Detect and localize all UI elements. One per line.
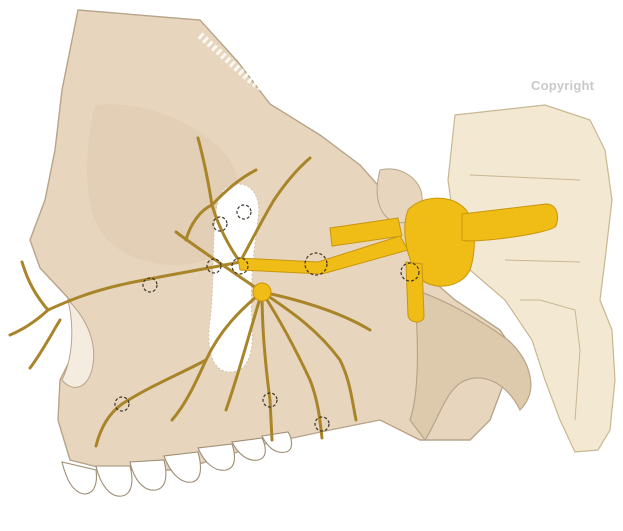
copyright-watermark: Copyright [531, 78, 594, 93]
